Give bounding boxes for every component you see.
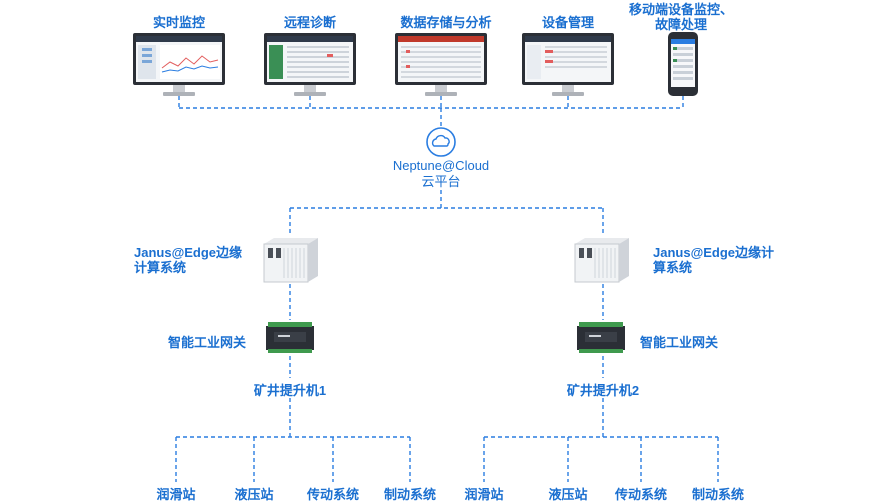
subsystem-label: 润滑站 xyxy=(156,487,196,502)
left-edge-label: Janus@Edge边缘计算系统 xyxy=(134,245,243,275)
cloud-icon xyxy=(426,127,456,157)
subsystem-label: 传动系统 xyxy=(306,487,360,502)
server-icon xyxy=(263,238,318,283)
right-gateway-label: 智能工业网关 xyxy=(640,335,719,350)
gateway-icon xyxy=(266,322,314,353)
subsystem-label: 液压站 xyxy=(234,487,274,502)
right-hoist-label: 矿井提升机2 xyxy=(566,383,640,398)
right-edge-label: Janus@Edge边缘计算系统 xyxy=(653,245,775,275)
label-data-storage: 数据存储与分析 xyxy=(400,15,492,30)
label-device-mgmt: 设备管理 xyxy=(541,15,595,30)
subsystem-label: 制动系统 xyxy=(383,487,437,502)
subsystem-label: 制动系统 xyxy=(691,487,745,502)
server-icon xyxy=(574,238,629,283)
gateway-icon xyxy=(577,322,625,353)
label-remote-diagnosis: 远程诊断 xyxy=(283,15,337,30)
label-mobile: 移动端设备监控、故障处理 xyxy=(628,2,733,32)
label-realtime-monitor: 实时监控 xyxy=(152,15,206,30)
subsystem-label: 润滑站 xyxy=(464,487,504,502)
phone-icon xyxy=(668,32,698,96)
cloud-name: Neptune@Cloud xyxy=(392,158,490,173)
subsystem-label: 传动系统 xyxy=(614,487,668,502)
cloud-label: Neptune@Cloud 云平台 xyxy=(393,158,489,190)
cloud-subtitle: 云平台 xyxy=(421,174,461,189)
left-gateway-label: 智能工业网关 xyxy=(168,335,247,350)
left-hoist-label: 矿井提升机1 xyxy=(253,383,327,398)
subsystem-label: 液压站 xyxy=(548,487,588,502)
